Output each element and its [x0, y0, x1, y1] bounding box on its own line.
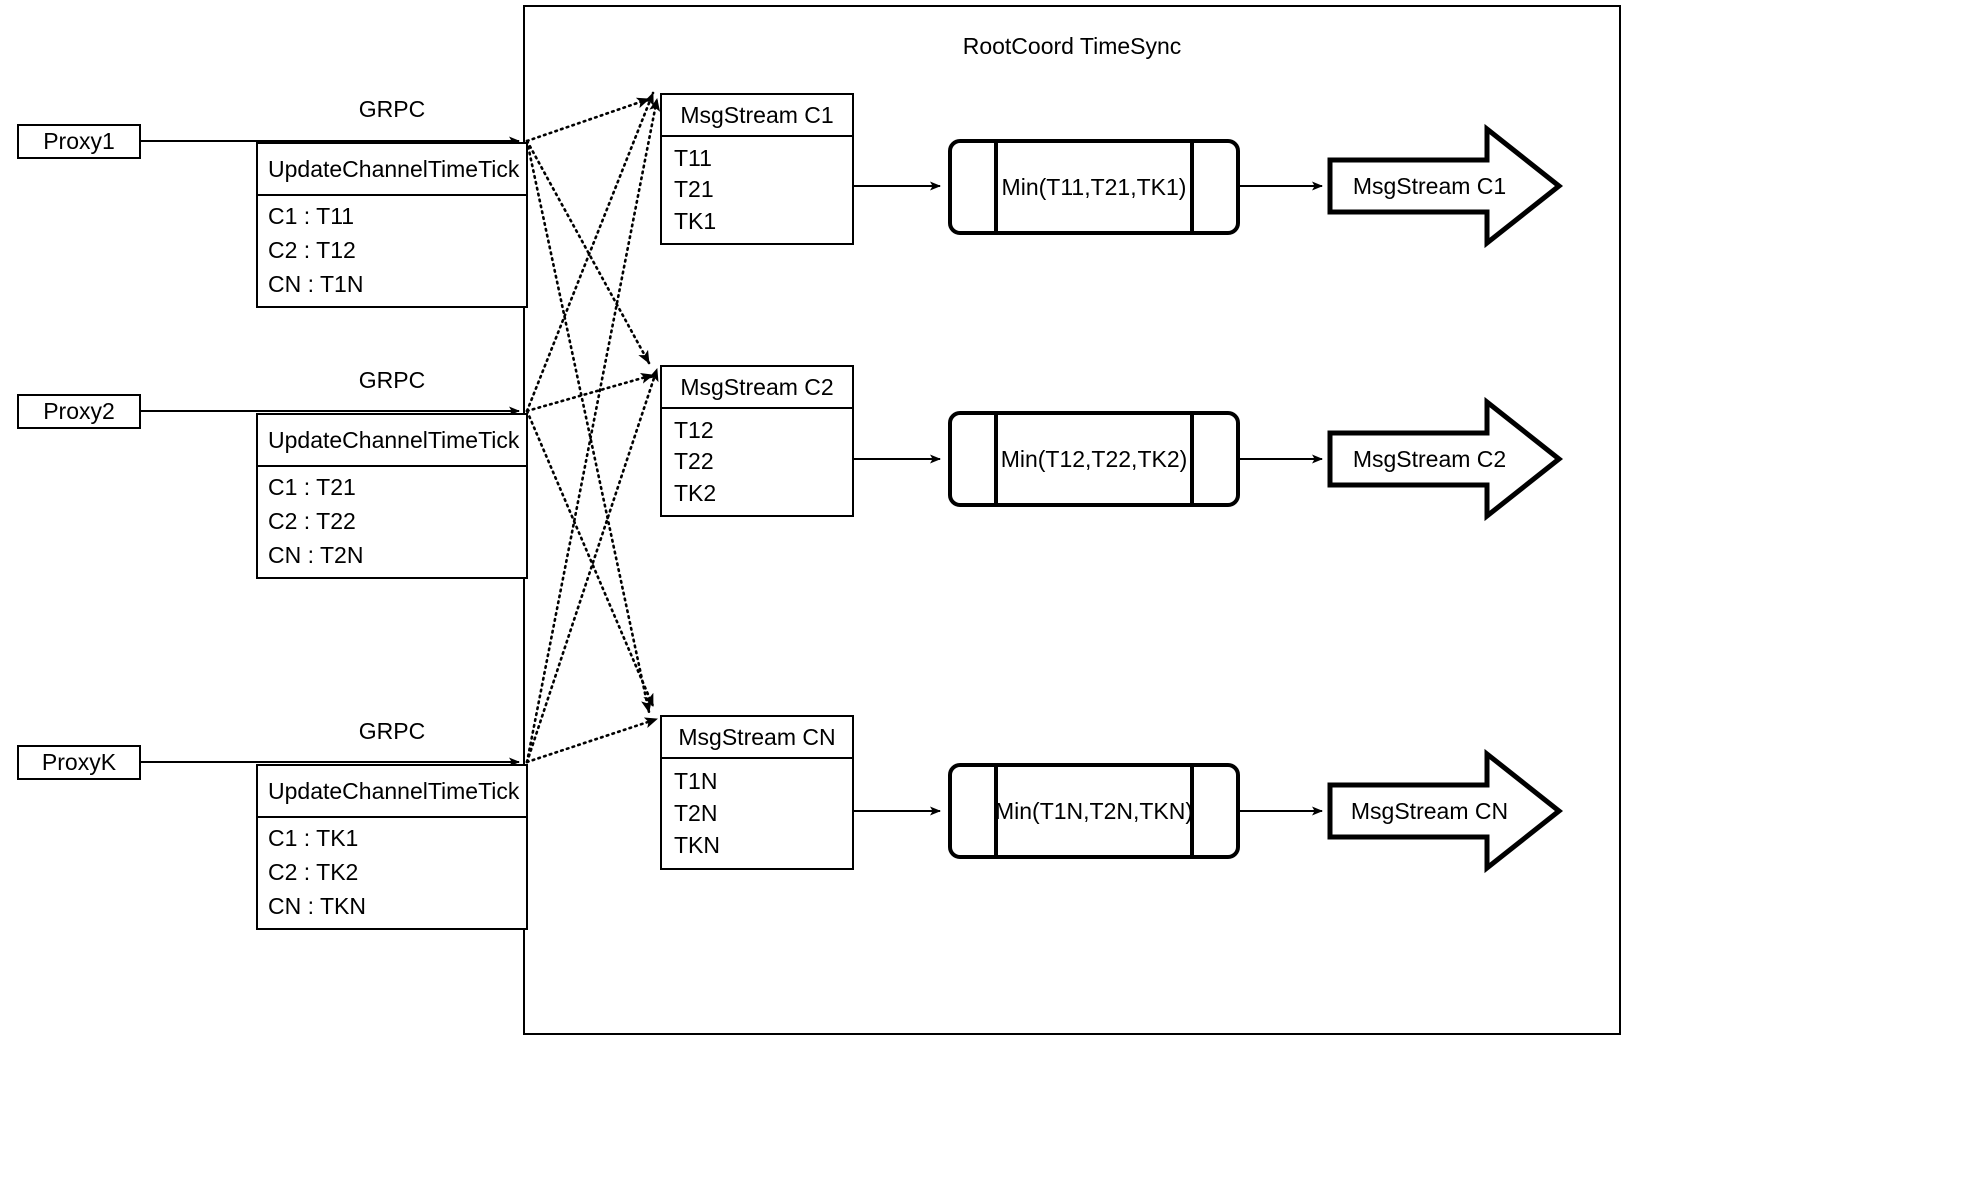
timetick-rows-1: C1 : T11 C2 : T12 CN : T1N: [258, 196, 526, 306]
update-channel-timetick-table-1: UpdateChannelTimeTick C1 : T11 C2 : T12 …: [256, 142, 528, 308]
msgstream-row: TKN: [674, 832, 720, 859]
min-label-c1: Min(T11,T21,TK1): [1001, 173, 1187, 200]
output-label-c1: MsgStream C1: [1352, 172, 1507, 199]
min-process-c2: Min(T12,T22,TK2): [948, 411, 1240, 507]
msgstream-rows-c2: T12 T22 TK2: [662, 409, 852, 515]
grpc-label-k: GRPC: [358, 718, 426, 744]
msgstream-title-cn: MsgStream CN: [662, 717, 852, 759]
msgstream-title-c1: MsgStream C1: [662, 95, 852, 137]
msgstream-title-c2: MsgStream C2: [662, 367, 852, 409]
timetick-rows-k: C1 : TK1 C2 : TK2 CN : TKN: [258, 818, 526, 928]
msgstream-table-c2: MsgStream C2 T12 T22 TK2: [660, 365, 854, 517]
timetick-row: C1 : TK1: [268, 825, 359, 852]
msgstream-row: T21: [674, 176, 714, 203]
timetick-title-2: UpdateChannelTimeTick: [258, 415, 526, 467]
timetick-row: C2 : TK2: [268, 859, 359, 886]
grpc-label-2: GRPC: [358, 367, 426, 393]
timetick-row: C2 : T22: [268, 508, 356, 535]
timetick-row: C1 : T21: [268, 474, 356, 501]
update-channel-timetick-table-2: UpdateChannelTimeTick C1 : T21 C2 : T22 …: [256, 413, 528, 579]
proxy-label-2: Proxy2: [43, 398, 115, 424]
msgstream-row: T11: [674, 145, 712, 172]
proxy-box-1[interactable]: Proxy1: [17, 124, 141, 159]
timetick-rows-2: C1 : T21 C2 : T22 CN : T2N: [258, 467, 526, 577]
output-msgstream-cn: MsgStream CN: [1327, 745, 1564, 877]
msgstream-table-cn: MsgStream CN T1N T2N TKN: [660, 715, 854, 870]
msgstream-row: TK1: [674, 207, 717, 234]
output-msgstream-c2: MsgStream C2: [1327, 393, 1564, 525]
timetick-row: CN : T1N: [268, 271, 364, 298]
timetick-title-1: UpdateChannelTimeTick: [258, 144, 526, 196]
output-msgstream-c1: MsgStream C1: [1327, 120, 1564, 252]
output-label-c2: MsgStream C2: [1352, 445, 1507, 472]
timetick-row: CN : T2N: [268, 542, 364, 569]
msgstream-rows-c1: T11 T21 TK1: [662, 137, 852, 243]
proxy-label-k: ProxyK: [41, 749, 117, 775]
timetick-title-k: UpdateChannelTimeTick: [258, 766, 526, 818]
proxy-box-2[interactable]: Proxy2: [17, 394, 141, 429]
update-channel-timetick-table-k: UpdateChannelTimeTick C1 : TK1 C2 : TK2 …: [256, 764, 528, 930]
min-process-cn: Min(T1N,T2N,TKN): [948, 763, 1240, 859]
min-label-c2: Min(T12,T22,TK2): [1000, 445, 1188, 472]
min-process-c1: Min(T11,T21,TK1): [948, 139, 1240, 235]
min-label-cn: Min(T1N,T2N,TKN): [994, 797, 1194, 824]
msgstream-row: T2N: [674, 799, 718, 826]
msgstream-table-c1: MsgStream C1 T11 T21 TK1: [660, 93, 854, 245]
timetick-row: C1 : T11: [268, 203, 355, 230]
msgstream-row: T12: [674, 417, 714, 444]
msgstream-row: T1N: [674, 767, 718, 794]
rootcoord-timesync-title: RootCoord TimeSync: [962, 33, 1182, 59]
timetick-row: CN : TKN: [268, 893, 366, 920]
grpc-label-1: GRPC: [358, 96, 426, 122]
msgstream-row: TK2: [674, 479, 717, 506]
output-label-cn: MsgStream CN: [1350, 797, 1509, 824]
timetick-row: C2 : T12: [268, 237, 356, 264]
msgstream-row: T22: [674, 448, 714, 475]
proxy-box-k[interactable]: ProxyK: [17, 745, 141, 780]
msgstream-rows-cn: T1N T2N TKN: [662, 759, 852, 868]
proxy-label-1: Proxy1: [43, 128, 115, 154]
